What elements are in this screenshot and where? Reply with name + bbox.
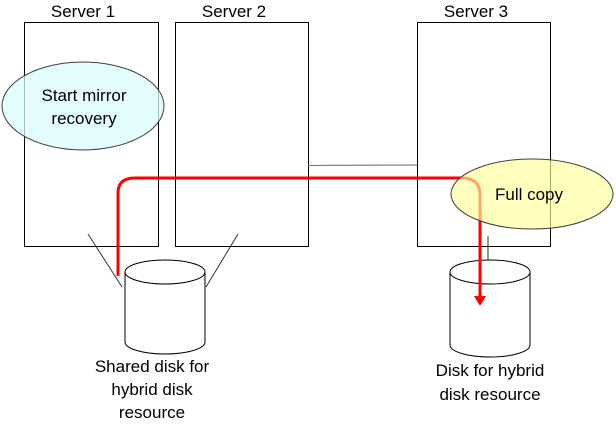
- hybrid-disk-label-line-1: Disk for hybrid: [436, 361, 545, 380]
- shared-disk-label-line-2: hybrid disk: [111, 380, 193, 399]
- hybrid-disk-label-line-2: disk resource: [439, 385, 540, 404]
- server-2-box: [175, 22, 309, 247]
- arrowhead-icon: [474, 296, 486, 306]
- start-mirror-recovery-callout: [1, 61, 165, 151]
- start-callout-line-2: recovery: [51, 109, 117, 128]
- shared-disk-label-line-1: Shared disk for: [95, 357, 210, 376]
- shared-disk-icon: [124, 259, 206, 355]
- server-2-label: Server 2: [202, 2, 266, 21]
- hybrid-disk-icon: [449, 259, 531, 358]
- full-copy-label: Full copy: [495, 185, 564, 204]
- shared-disk-label-line-3: resource: [119, 403, 185, 422]
- start-callout-line-1: Start mirror: [42, 86, 127, 105]
- server1-disk-connector: [87, 233, 123, 288]
- server2-disk-connector: [205, 233, 239, 288]
- full-copy-callout: [450, 158, 614, 230]
- server-3-label: Server 3: [444, 2, 508, 21]
- server-1-label: Server 1: [51, 2, 115, 21]
- network-link: [307, 164, 418, 167]
